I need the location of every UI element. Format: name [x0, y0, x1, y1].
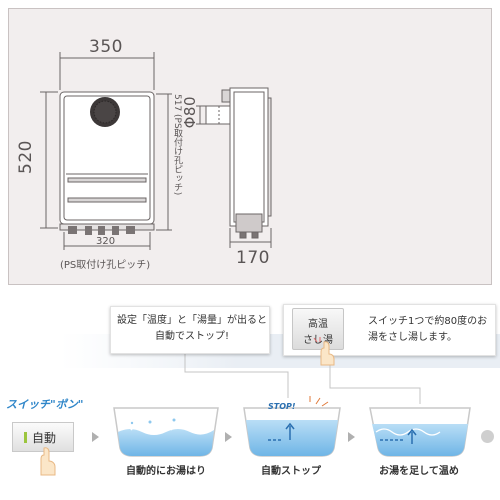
width-dimension-lines	[59, 52, 155, 90]
hole-pitch-vertical-label: 517 (PS取付け孔ピッチ)	[172, 94, 182, 196]
bathtub-3-icon	[369, 407, 471, 457]
bathtub-2-icon	[243, 396, 341, 457]
depth-dimension-label: 170	[236, 248, 270, 268]
press-spark-icon	[313, 337, 321, 343]
pipe-fittings	[68, 226, 135, 235]
flue-dimension-lines	[196, 105, 206, 125]
hot-water-add-button[interactable]: 高温 さし湯	[292, 308, 344, 350]
auto-stop-callout-text: 設定「温度」と「湯量」が出ると自動でストップ!	[117, 315, 267, 342]
hot-water-button-line-1: 高温	[308, 319, 328, 330]
side-view	[205, 87, 272, 239]
step-label-2: 自動ストップ	[261, 466, 321, 477]
finger-press-icon-auto	[40, 447, 56, 476]
hot-water-button-line-2: さし湯	[303, 335, 333, 346]
bathtub-1-icon	[113, 407, 219, 457]
auto-button-indicator	[24, 432, 27, 443]
hole-pitch-vertical-lines	[156, 93, 172, 231]
auto-button[interactable]: 自動	[12, 422, 74, 452]
auto-button-label: 自動	[32, 431, 57, 445]
switch-pon-label: スイッチ"ポン"	[6, 398, 84, 411]
vent-grill-icon	[90, 97, 120, 127]
step-label-1: 自動的にお湯はり	[126, 466, 206, 477]
step-arrow-icon-2	[225, 432, 232, 442]
hole-pitch-caption: (PS取付け孔ピッチ)	[60, 260, 151, 271]
front-view	[59, 91, 155, 231]
finger-press-icon	[320, 341, 335, 366]
step-arrow-icon-1	[92, 432, 99, 442]
stop-badge: STOP!	[268, 402, 296, 411]
hole-pitch-horizontal-label: 320	[96, 236, 116, 247]
hole-pitch-horizontal-lines	[63, 232, 151, 250]
step-label-3: お湯を足して温め	[379, 466, 459, 477]
height-dimension-lines	[40, 91, 58, 229]
end-dot-icon	[481, 430, 494, 443]
depth-dimension-lines	[229, 228, 272, 248]
auto-stop-callout: 設定「温度」と「湯量」が出ると自動でストップ!	[110, 306, 270, 354]
width-dimension-label: 350	[89, 37, 123, 57]
step-arrow-icon-3	[348, 432, 355, 442]
hot-water-callout-text: スイッチ1つで約80度のお湯をさし湯します。	[368, 316, 488, 343]
